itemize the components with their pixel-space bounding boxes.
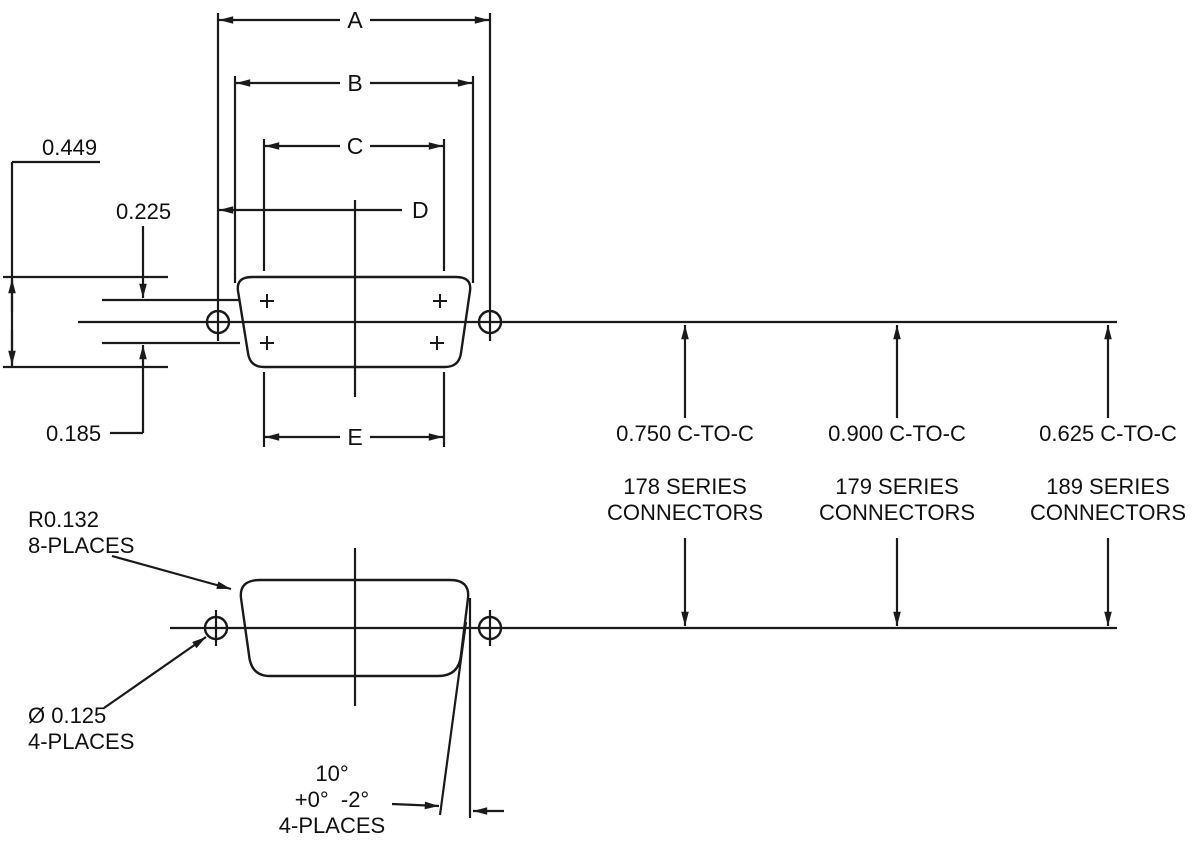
draft-angle-slant-line (438, 621, 468, 816)
series-spacing-dims: 0.750 C-TO-C 178 SERIES CONNECTORS 0.900… (607, 325, 1186, 626)
hole-dia-places: 4-PLACES (28, 729, 134, 754)
callout-corner-radius: R0.132 8-PLACES (28, 507, 232, 591)
radius-leader-arrow (111, 554, 232, 591)
dim-d: D (219, 197, 429, 223)
spacing-value-189: 0.625 C-TO-C (1039, 421, 1177, 446)
dim-label-c: C (347, 133, 364, 159)
dim-0225: 0.225 (102, 199, 240, 302)
mounting-hole-left-top (205, 309, 231, 335)
top-view: A B C D E (3, 7, 1117, 450)
spacing-value-179: 0.900 C-TO-C (828, 421, 966, 446)
series-name-189: 189 SERIES (1046, 474, 1170, 499)
series-column-189: 0.625 C-TO-C 189 SERIES CONNECTORS (1030, 325, 1186, 626)
dim-label-0449: 0.449 (42, 135, 97, 160)
hole-dia-value: Ø 0.125 (28, 703, 106, 728)
mounting-hole-right-bottom (477, 615, 503, 641)
dim-label-0185: 0.185 (46, 421, 101, 446)
dim-label-a: A (347, 7, 363, 33)
series-type-179: CONNECTORS (819, 500, 975, 525)
corner-radius-value: R0.132 (28, 507, 99, 532)
dim-a: A (216, 7, 492, 341)
corner-radius-places: 8-PLACES (28, 533, 134, 558)
series-type-189: CONNECTORS (1030, 500, 1186, 525)
draft-angle-value: 10° (315, 761, 348, 786)
centerlines-bottom (170, 548, 1117, 706)
series-type-178: CONNECTORS (607, 500, 763, 525)
centerlines-top (78, 200, 1117, 397)
callout-hole-diameter: Ø 0.125 4-PLACES (28, 636, 207, 754)
dim-label-0225: 0.225 (116, 199, 171, 224)
draft-angle-leader-arrow (391, 801, 440, 810)
mounting-hole-right-top (477, 309, 503, 335)
mounting-hole-left-bottom (203, 615, 229, 641)
cutout-outline-top (236, 275, 472, 369)
cutout-outline-bottom (239, 578, 470, 678)
dim-b: B (233, 70, 475, 283)
dim-label-d: D (412, 197, 429, 223)
pin-marks (260, 294, 447, 350)
series-column-179: 0.900 C-TO-C 179 SERIES CONNECTORS (819, 325, 975, 626)
dim-0185: 0.185 (46, 341, 240, 446)
series-column-178: 0.750 C-TO-C 178 SERIES CONNECTORS (607, 325, 763, 626)
dim-label-e: E (347, 424, 362, 450)
dim-e: E (262, 372, 446, 450)
bottom-view: R0.132 8-PLACES Ø 0.125 4-PLACES 10° +0°… (28, 507, 1117, 838)
draft-angle-tolerance: +0° -2° (295, 787, 369, 812)
dim-c: C (262, 133, 446, 271)
dim-0449: 0.449 (3, 135, 168, 369)
spacing-value-178: 0.750 C-TO-C (616, 421, 754, 446)
hole-dia-leader-arrow (103, 636, 207, 709)
callout-draft-angle: 10° +0° -2° 4-PLACES (279, 598, 504, 838)
series-name-179: 179 SERIES (835, 474, 959, 499)
series-name-178: 178 SERIES (623, 474, 747, 499)
draft-angle-places: 4-PLACES (279, 813, 385, 838)
dim-label-b: B (347, 70, 362, 96)
